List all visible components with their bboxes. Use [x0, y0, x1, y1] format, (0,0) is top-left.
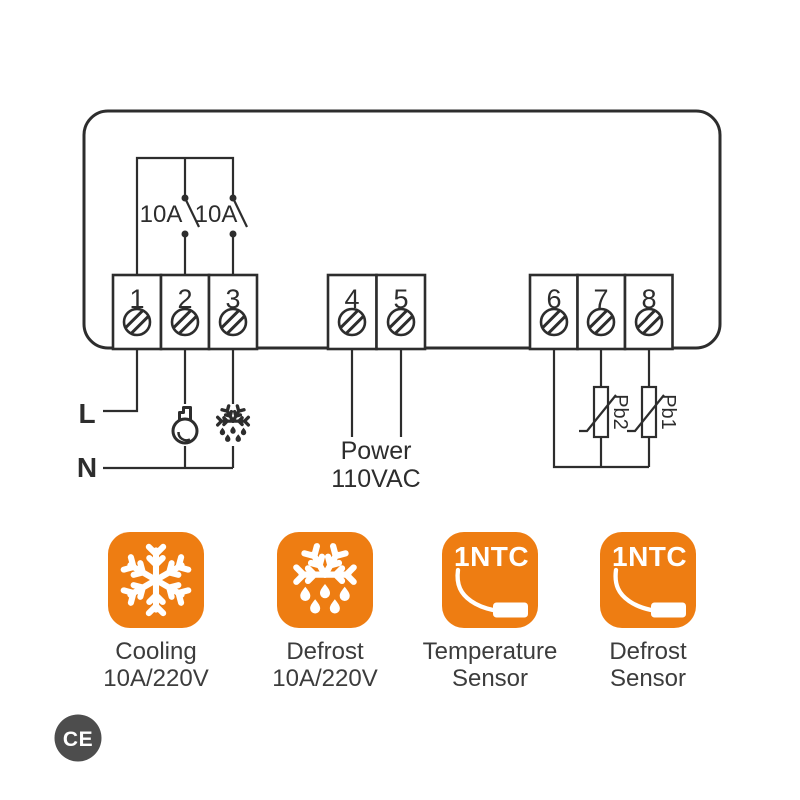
- legend-caption-line1: Cooling: [115, 638, 197, 665]
- terminal-number-3: 3: [225, 284, 240, 314]
- power-label-line2: 110VAC: [331, 465, 420, 493]
- legend-caption-line1: Defrost: [286, 638, 364, 665]
- legend-caption-line2: Sensor: [451, 665, 529, 692]
- controller-wiring-diagram: 10A 10A 1 2 3 4 5 6 7 8: [77, 109, 722, 493]
- ce-mark: CE: [54, 714, 102, 762]
- relay-switch-blade-1: [184, 197, 200, 228]
- thermistor-pb1: Pb1: [627, 385, 679, 439]
- defrost-sensor-badge: 1NTC: [600, 532, 696, 628]
- ntc-probe-icon: 1NTC: [612, 541, 687, 618]
- legend-caption-line2: 10A/220V: [103, 665, 209, 692]
- probe2-label: Pb2: [609, 394, 631, 430]
- terminal-screws: [122, 307, 664, 337]
- terminal-number-7: 7: [593, 284, 608, 314]
- legend-caption-temperature-sensor: Temperature Sensor: [395, 638, 585, 692]
- terminal-number-6: 6: [546, 284, 561, 314]
- relay-rating-label-1: 10A: [140, 201, 183, 228]
- live-label: L: [78, 398, 95, 429]
- terminal-number-1: 1: [129, 284, 144, 314]
- ntc-probe-icon: 1NTC: [454, 541, 529, 618]
- legend-item-defrost-output: Defrost 10A/220V: [272, 532, 378, 692]
- relay-rating-label-2: 10A: [195, 201, 238, 228]
- legend-caption-defrost-sensor: Defrost Sensor: [553, 638, 743, 692]
- relay-switch-blade-2: [232, 197, 248, 228]
- snowflake-icon: [113, 537, 199, 623]
- cooling-badge: [108, 532, 204, 628]
- legend-item-cooling: Cooling 10A/220V: [103, 532, 209, 692]
- external-wiring: [103, 349, 651, 470]
- legend-item-defrost-sensor: 1NTC Defrost Sensor: [600, 532, 696, 692]
- probe-tip: [493, 602, 528, 618]
- probe1-label: Pb1: [657, 394, 679, 430]
- ce-circle: [54, 714, 102, 762]
- terminal-number-2: 2: [177, 284, 192, 314]
- terminal-number-8: 8: [641, 284, 656, 314]
- relay-circuit: [135, 156, 248, 275]
- probe-tip: [651, 602, 686, 618]
- defrost-badge: [277, 532, 373, 628]
- legend-caption-line2: 10A/220V: [272, 665, 378, 692]
- sensor-common-wire: [552, 349, 649, 469]
- defrost-heater-icon: [218, 406, 249, 442]
- terminal-blocks: 1 2 3 4 5 6 7 8: [111, 273, 674, 351]
- ntc-badge-label: 1NTC: [612, 541, 687, 572]
- legend-item-temperature-sensor: 1NTC Temperature Sensor: [423, 532, 557, 692]
- probe-cable: [455, 567, 496, 613]
- terminal-number-4: 4: [344, 284, 359, 314]
- ce-label: CE: [63, 728, 93, 751]
- live-wire: [103, 349, 139, 413]
- defrost-drops-icon: [282, 537, 368, 623]
- probe-cable: [613, 567, 654, 613]
- legend-caption-cooling: Cooling 10A/220V: [61, 638, 251, 692]
- thermistor-pb2: Pb2: [579, 385, 631, 439]
- neutral-label: N: [77, 452, 97, 483]
- terminal-numbers: 1 2 3 4 5 6 7 8: [129, 284, 656, 314]
- temperature-sensor-badge: 1NTC: [442, 532, 538, 628]
- ntc-badge-label: 1NTC: [454, 541, 529, 572]
- legend-caption-line2: Sensor: [609, 665, 687, 692]
- power-label-line1: Power: [341, 437, 412, 465]
- terminal-number-5: 5: [393, 284, 408, 314]
- legend-caption-line1: Defrost: [609, 638, 687, 665]
- compressor-icon: [171, 406, 199, 445]
- relay-contact-dots: [181, 194, 237, 238]
- legend-caption-defrost-output: Defrost 10A/220V: [230, 638, 420, 692]
- legend-caption-line1: Temperature: [422, 638, 558, 665]
